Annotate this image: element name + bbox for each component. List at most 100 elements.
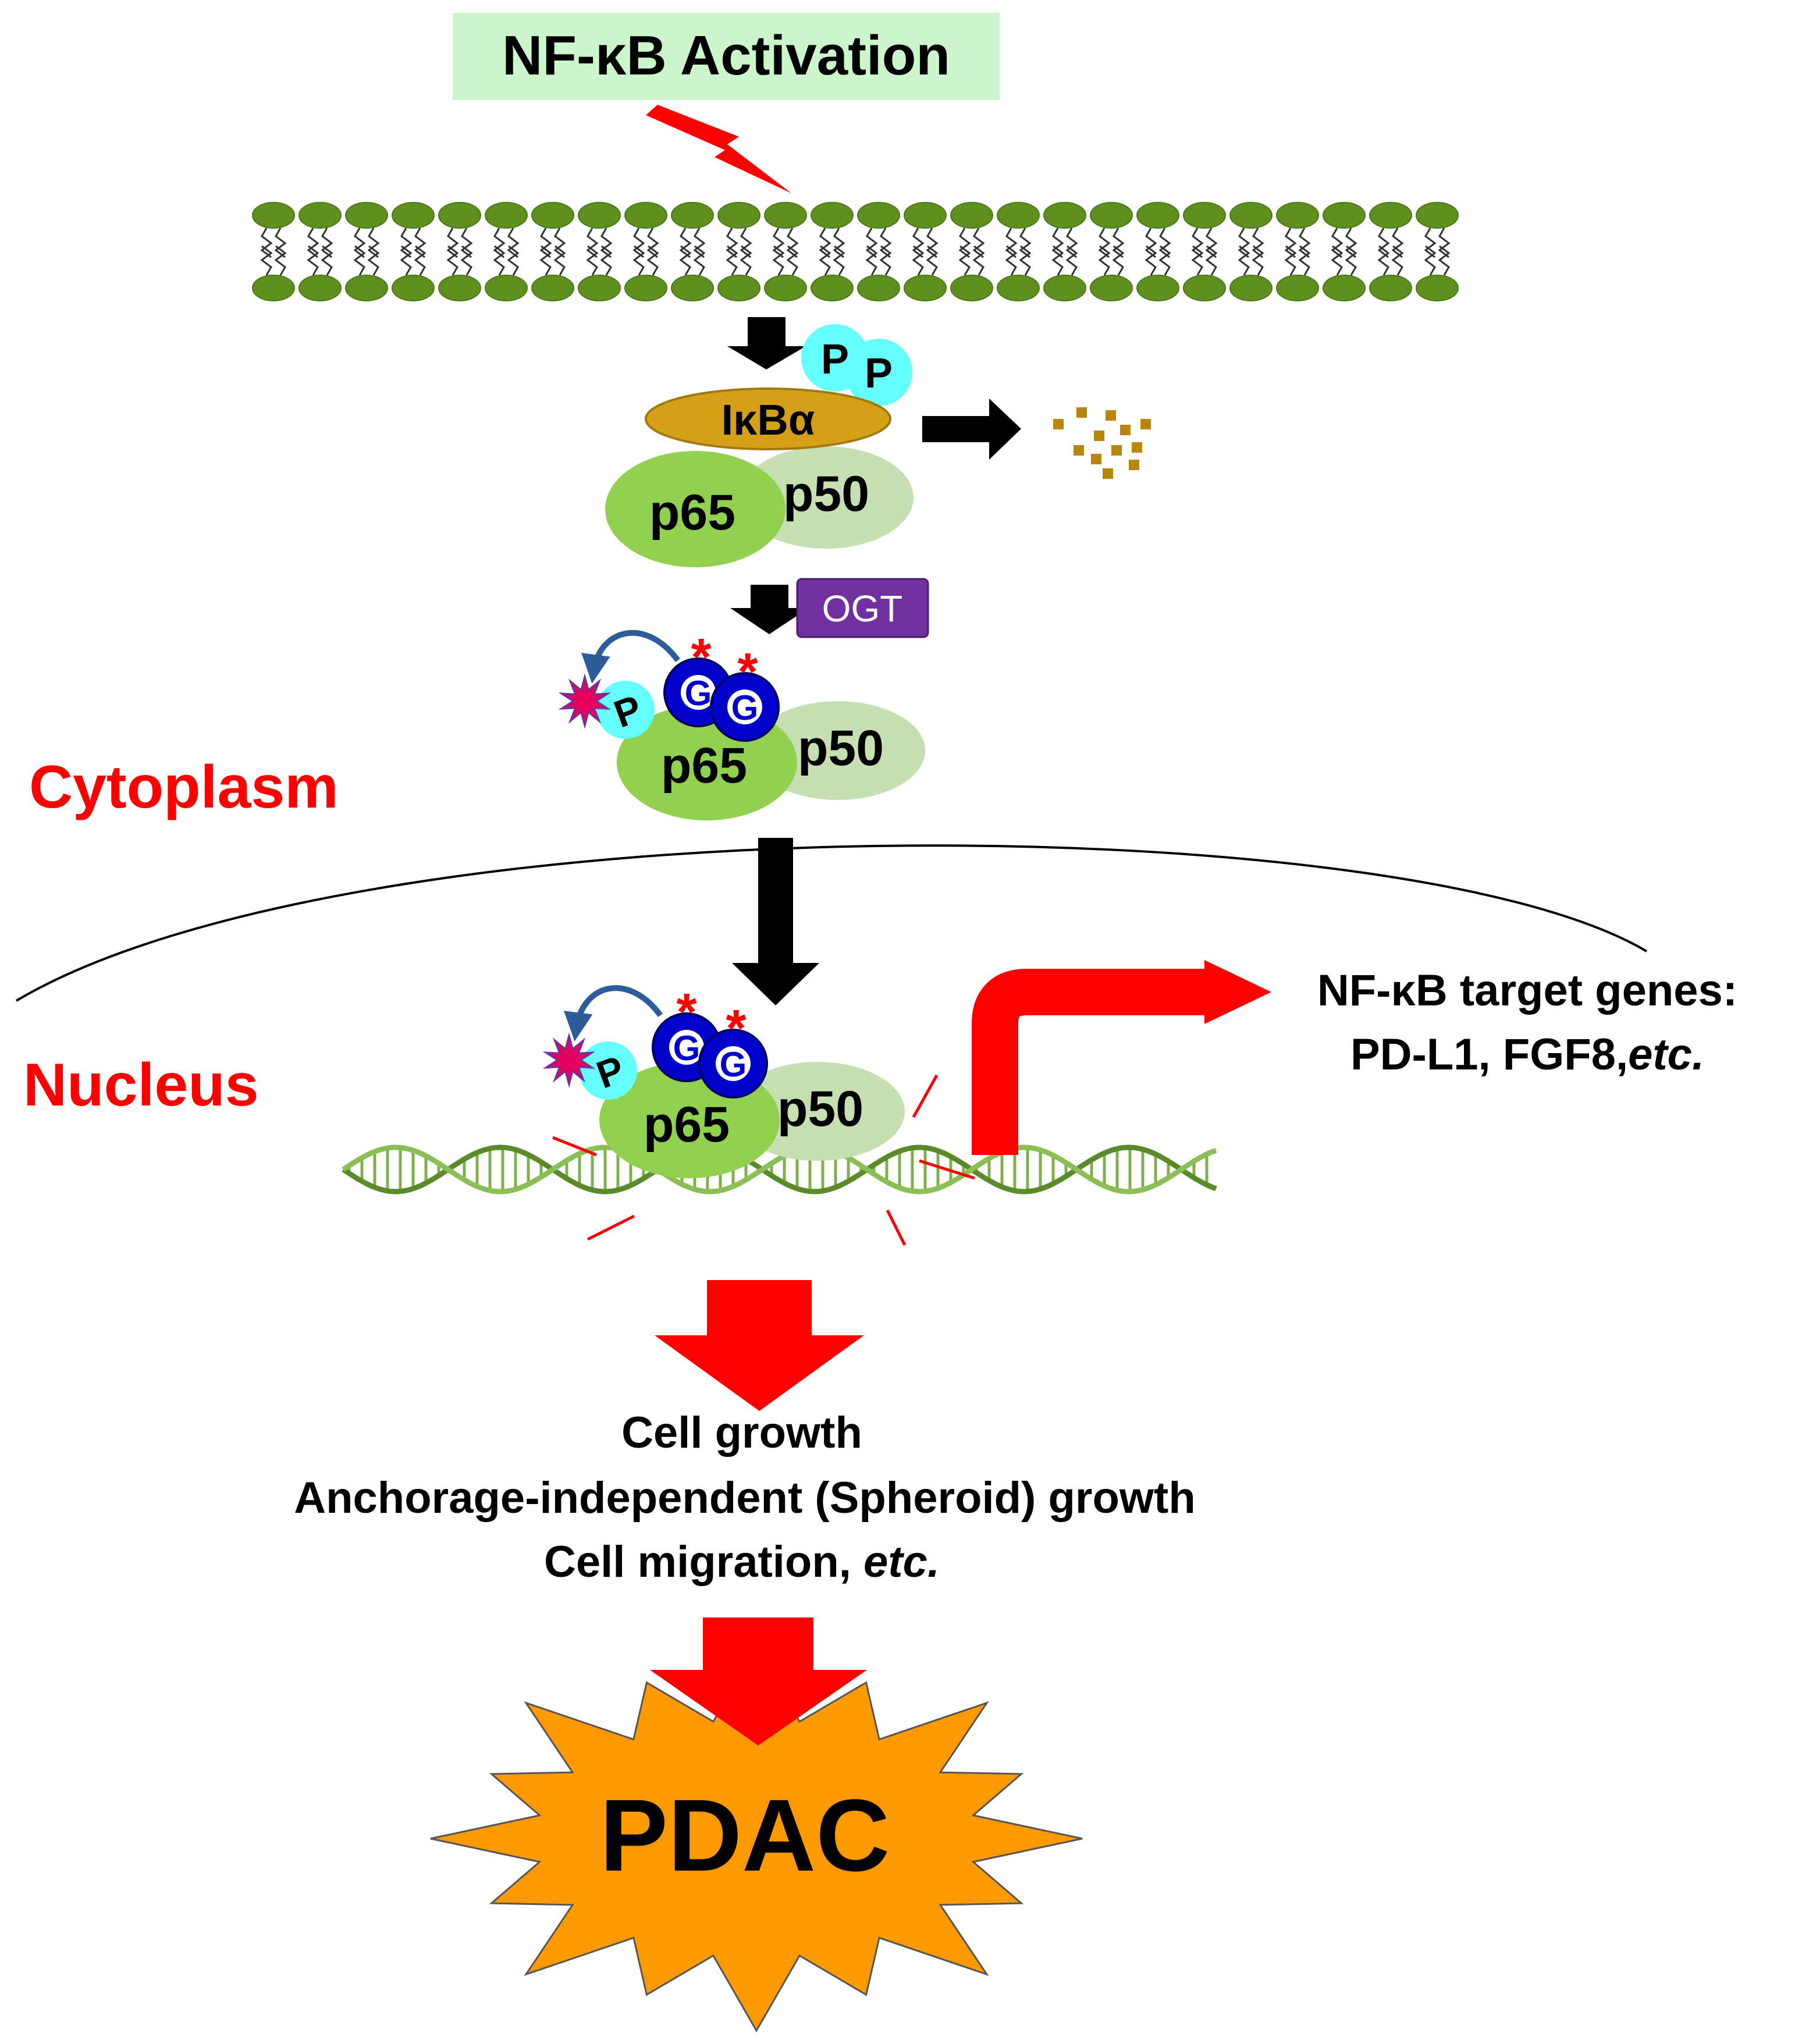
lipid-tail xyxy=(1284,227,1297,258)
lipid-head xyxy=(438,202,481,229)
lipid-head xyxy=(950,275,993,301)
ogt-label: OGT xyxy=(822,588,903,630)
burst-shape xyxy=(558,673,612,729)
lipid-tail xyxy=(367,227,380,258)
ikba-p65-p50-complex: p50 p65 IκBα xyxy=(605,388,914,567)
lipid-tail xyxy=(958,227,971,258)
lipid-head xyxy=(252,275,295,301)
lipid-head xyxy=(1043,275,1086,301)
lipid-tail xyxy=(1051,227,1064,258)
lipid-head xyxy=(298,275,342,301)
lipid-tail xyxy=(646,227,659,258)
glcnac-asterisk: * xyxy=(726,1000,746,1058)
lipid-tail xyxy=(726,245,738,276)
lipid-tail xyxy=(1438,245,1451,276)
lipid-tail xyxy=(507,245,520,276)
lipid-tail xyxy=(1205,245,1218,276)
lipid-tail xyxy=(1252,245,1264,276)
lipid-head xyxy=(1369,275,1412,301)
lipid-head xyxy=(485,275,528,301)
lipid-head xyxy=(1136,275,1179,301)
lipid-head xyxy=(671,202,714,229)
p65-label: p65 xyxy=(649,485,735,541)
lipid-head xyxy=(904,275,947,301)
lipid-tail xyxy=(819,245,831,276)
title-text: NF-κB Activation xyxy=(502,24,950,87)
lipid-tail xyxy=(446,245,459,276)
lipid-tail xyxy=(819,227,831,258)
arrow-down-2 xyxy=(730,585,809,634)
lipid-tail xyxy=(879,227,892,258)
lipid-tail xyxy=(865,227,878,258)
lipid-tail xyxy=(1252,227,1264,258)
lipid-tail xyxy=(679,227,692,258)
lipid-tail xyxy=(912,227,925,258)
degradation-fragments-icon xyxy=(1053,407,1151,479)
lipid-tail xyxy=(786,227,799,258)
glcnac-label: G xyxy=(731,688,759,727)
lipid-tail xyxy=(833,227,845,258)
fragment xyxy=(1091,454,1101,464)
title-box: NF-κB Activation xyxy=(453,13,1000,100)
glcnac-label: G xyxy=(720,1045,747,1084)
transcription-bent-arrow xyxy=(972,960,1271,1155)
lipid-tail xyxy=(726,227,738,258)
phosphorylation-burst-icon xyxy=(542,1032,596,1088)
lipid-tail xyxy=(632,245,645,276)
lipid-tail xyxy=(1391,245,1404,276)
explosion-star-icon xyxy=(430,1644,1083,2033)
lipid-tail xyxy=(1298,227,1311,258)
glcnac-label: G xyxy=(673,1029,701,1068)
transfer-arc-arrow xyxy=(581,630,681,684)
lipid-tail xyxy=(1191,227,1204,258)
glcnac-asterisk: * xyxy=(676,983,696,1041)
nuclear-envelope xyxy=(15,844,1648,1002)
lipid-tail xyxy=(553,245,566,276)
fragment xyxy=(1103,468,1113,479)
lipid-tail xyxy=(274,227,287,258)
lipid-tail xyxy=(1424,227,1437,258)
lipid-head xyxy=(857,275,900,301)
fragment xyxy=(1076,407,1087,418)
lightning-bolt-icon xyxy=(646,105,791,193)
lipid-tail xyxy=(1284,245,1297,276)
lipid-tail xyxy=(493,227,506,258)
lipid-tail xyxy=(586,245,599,276)
lipid-tail xyxy=(1051,245,1064,276)
lipid-tail xyxy=(879,245,892,276)
lipid-head xyxy=(717,275,760,301)
lipid-head xyxy=(345,275,388,301)
glcnac-circle-2-inner xyxy=(716,1046,751,1081)
lipid-head xyxy=(438,275,481,301)
outcome-line-3-etc: etc. xyxy=(863,1537,940,1587)
lipid-tail xyxy=(972,227,985,258)
outcome-line-3: Cell migration, etc. xyxy=(544,1537,940,1587)
lipid-head xyxy=(531,202,574,229)
glcnac-asterisk: * xyxy=(691,628,711,687)
lipid-head xyxy=(857,202,900,229)
lipid-tail xyxy=(1377,245,1390,276)
lipid-head xyxy=(997,275,1040,301)
lipid-tail xyxy=(1424,245,1437,276)
lipid-tail xyxy=(1098,245,1111,276)
lipid-tail xyxy=(1438,227,1451,258)
lipid-head xyxy=(578,202,621,229)
lipid-tail xyxy=(1391,227,1404,258)
lipid-head xyxy=(1416,275,1459,301)
glcnac-asterisk: * xyxy=(737,643,758,701)
lipid-tail xyxy=(693,227,706,258)
lipid-tail xyxy=(1345,245,1357,276)
lipid-tail xyxy=(1331,227,1343,258)
lipid-head xyxy=(485,202,528,229)
cytoplasm-label: Cytoplasm xyxy=(29,753,339,821)
lipid-tail xyxy=(307,245,319,276)
lipid-head xyxy=(624,202,667,229)
lipid-tail xyxy=(274,245,287,276)
lipid-tail xyxy=(1112,227,1125,258)
lipid-tail xyxy=(926,227,939,258)
lipid-tail xyxy=(958,245,971,276)
fragment xyxy=(1106,410,1116,421)
lipid-tail xyxy=(600,245,613,276)
lipid-tail xyxy=(493,245,506,276)
